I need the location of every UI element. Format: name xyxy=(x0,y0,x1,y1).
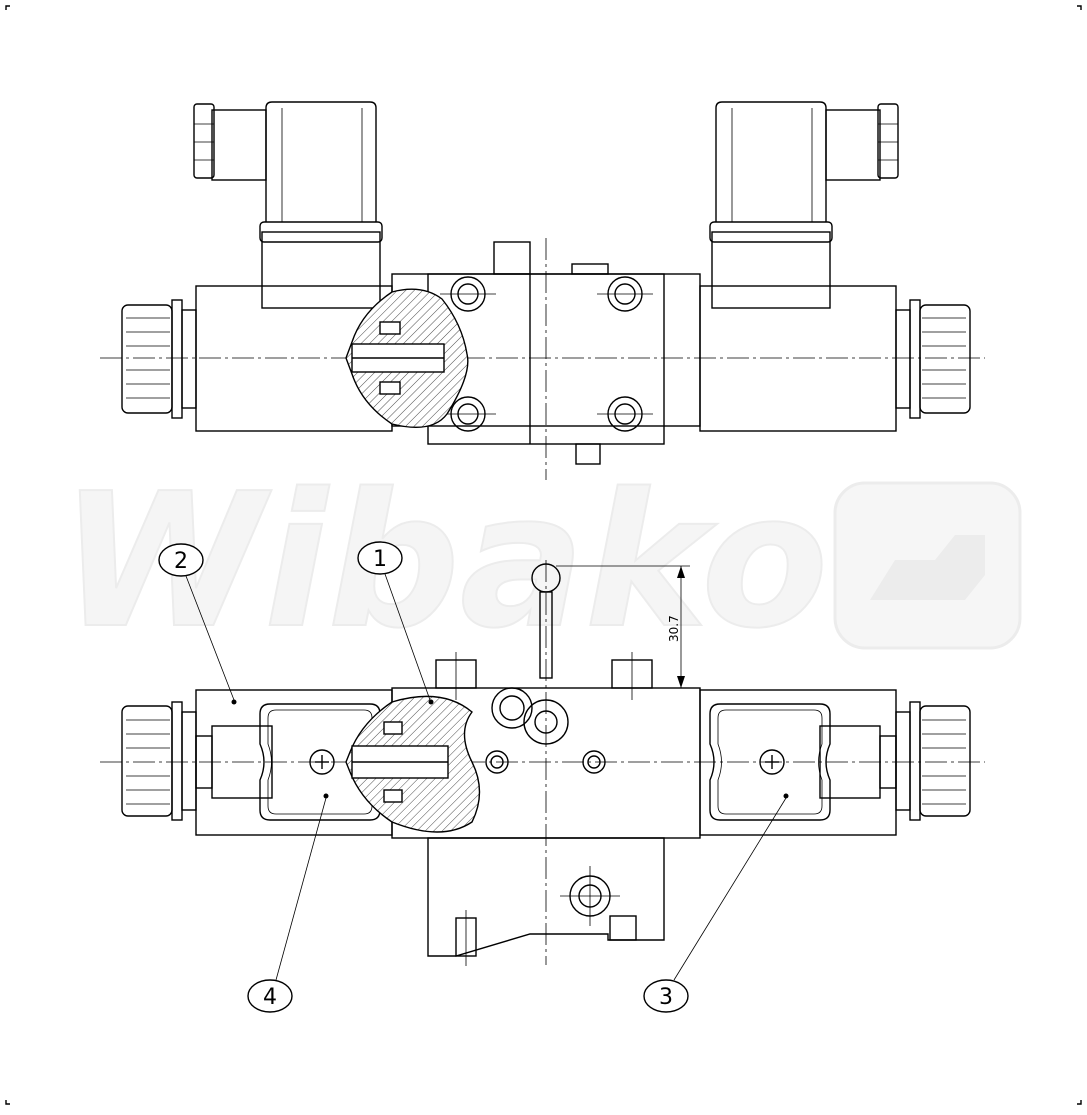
dimension-lever-height: 30.7 xyxy=(556,565,700,689)
left-manual-override-knob xyxy=(121,299,197,419)
corner-marks xyxy=(5,5,1082,1105)
svg-text:4: 4 xyxy=(263,985,277,1010)
top-view xyxy=(100,101,985,480)
callout-2: 2 xyxy=(158,543,237,705)
dimension-value: 30.7 xyxy=(667,615,681,642)
section-cutaway-front xyxy=(345,695,481,833)
front-view: 30.7 2 1 4 3 xyxy=(100,541,985,1013)
right-manual-override-knob xyxy=(895,299,971,419)
section-cutaway-top xyxy=(345,288,469,428)
callout-4: 4 xyxy=(247,793,329,1013)
right-connector-face xyxy=(709,703,831,821)
svg-text:3: 3 xyxy=(659,985,673,1010)
right-solenoid-body xyxy=(699,689,897,836)
svg-text:2: 2 xyxy=(174,549,188,574)
subplate xyxy=(427,837,665,966)
callout-3: 3 xyxy=(643,793,789,1013)
callout-1: 1 xyxy=(357,541,434,705)
left-manual-override-knob-front xyxy=(121,701,197,821)
left-connector-plug xyxy=(193,101,383,309)
svg-text:1: 1 xyxy=(373,547,387,572)
right-manual-override-knob-front xyxy=(895,701,971,821)
right-connector-plug xyxy=(709,101,899,309)
